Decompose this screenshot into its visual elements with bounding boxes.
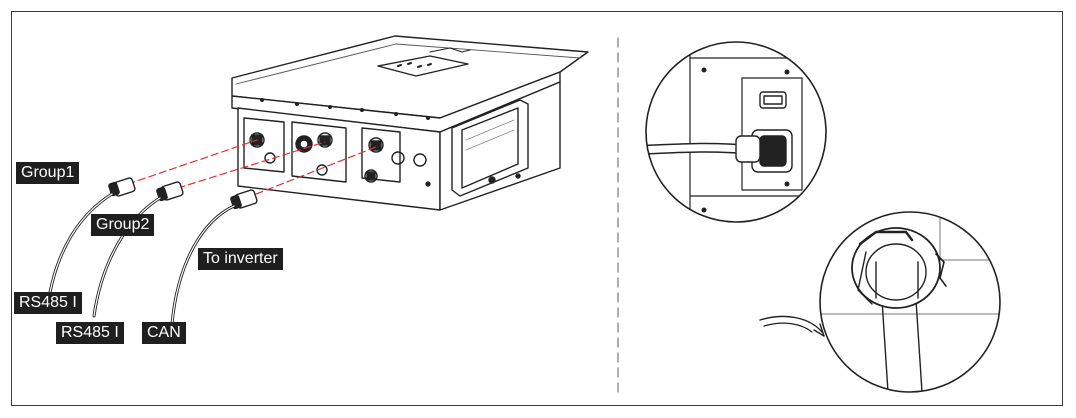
label-rs485-1: RS485 I xyxy=(14,292,82,314)
cable-group2 xyxy=(92,181,184,318)
connection-guides xyxy=(127,139,377,199)
label-can: CAN xyxy=(142,322,186,344)
port-group-1 xyxy=(243,117,285,173)
label-rs485-2: RS485 I xyxy=(56,322,124,344)
detail-zoom-bottom xyxy=(819,211,1001,393)
port-group-3 xyxy=(361,127,405,183)
rotate-arrow-icon xyxy=(759,315,825,337)
diagram-frame xyxy=(11,11,1063,406)
battery-box-device xyxy=(231,35,589,211)
detail-zoom-top xyxy=(645,41,827,223)
label-group2: Group2 xyxy=(91,214,155,236)
label-to-inverter: To inverter xyxy=(198,248,283,270)
cable-group1 xyxy=(46,177,136,306)
port-group-2 xyxy=(291,121,347,183)
label-group1: Group1 xyxy=(16,162,80,184)
cable-can xyxy=(170,189,258,326)
